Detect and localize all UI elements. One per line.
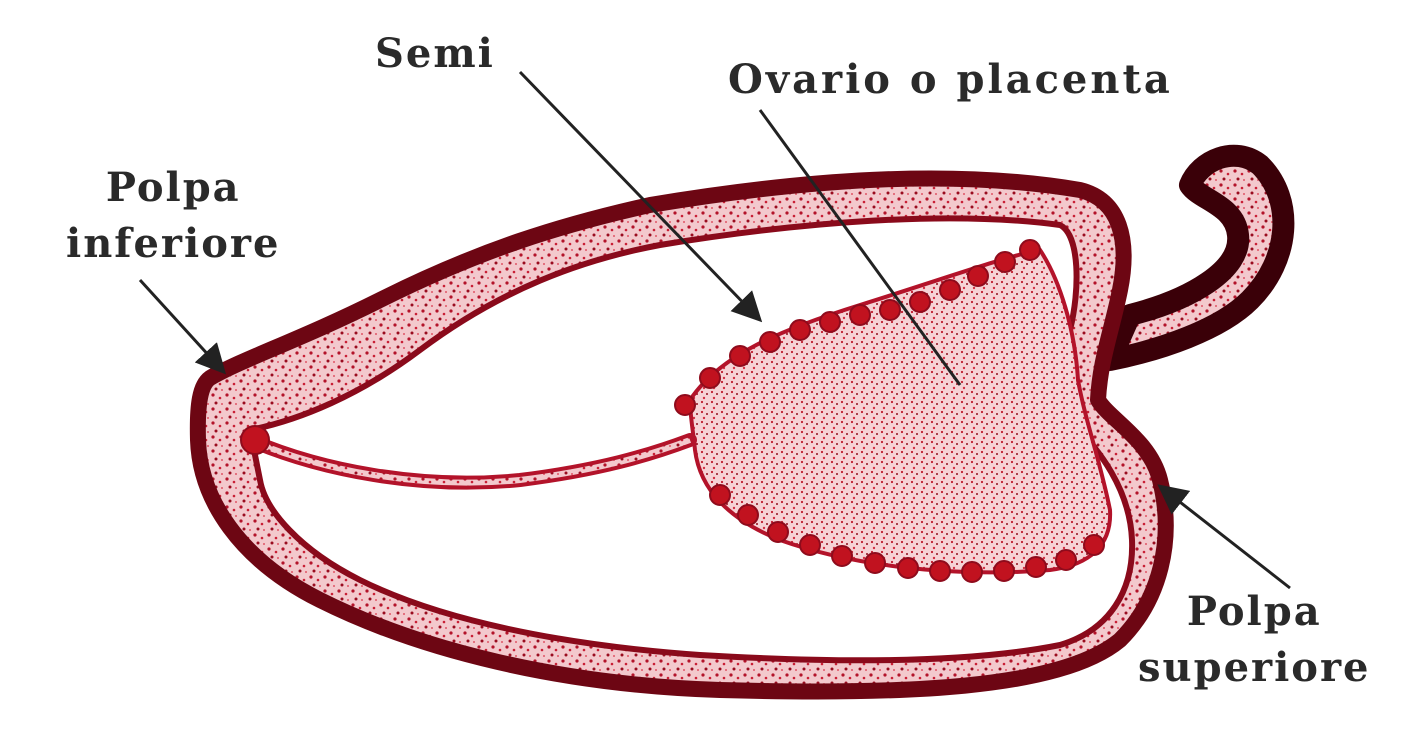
label-polpa-inferiore: Polpa inferiore	[66, 168, 280, 280]
label-ovario-placenta: Ovario o placenta	[728, 60, 1173, 100]
label-semi: Semi	[375, 34, 495, 74]
label-polpa-superiore-line1: Polpa	[1138, 592, 1371, 632]
pointer-polpa-inferiore	[140, 280, 222, 370]
label-polpa-inferiore-line1: Polpa	[66, 168, 280, 208]
label-polpa-inferiore-line2: inferiore	[66, 224, 280, 264]
label-polpa-superiore: Polpa superiore	[1138, 592, 1371, 704]
pointer-polpa-superiore	[1162, 488, 1290, 588]
stem	[1110, 156, 1283, 360]
label-polpa-superiore-line2: superiore	[1138, 648, 1371, 688]
